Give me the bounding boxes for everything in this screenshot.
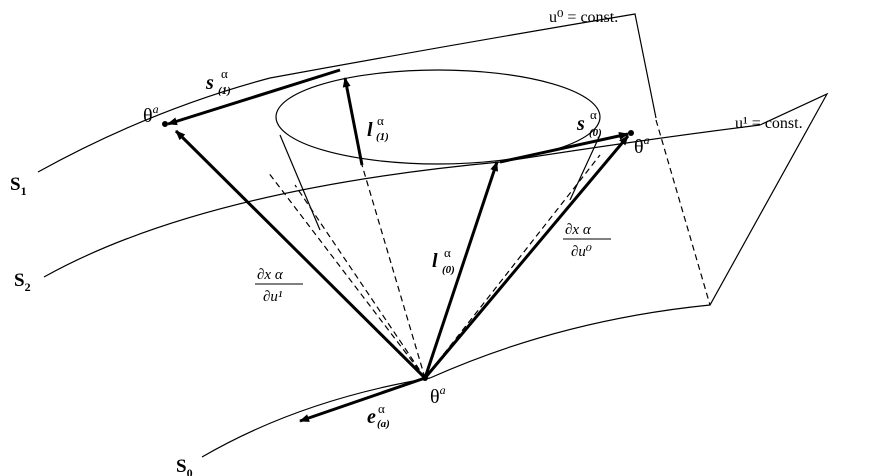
point-theta-s2 bbox=[628, 130, 634, 136]
label-dx-du0-numerator: ∂x α bbox=[565, 222, 592, 238]
dashed-line bbox=[294, 184, 426, 379]
dashed-line bbox=[267, 171, 426, 379]
curve-s0 bbox=[201, 377, 431, 458]
vector-dx-du0 bbox=[423, 135, 630, 379]
dashed-line bbox=[424, 154, 601, 379]
cone-side bbox=[569, 134, 601, 201]
label-dx-du1-denominator: ∂u¹ bbox=[263, 289, 283, 305]
vector-s1 bbox=[167, 68, 341, 126]
label-dx-du0-denominator: ∂u⁰ bbox=[571, 244, 592, 260]
light-cone-ellipse bbox=[275, 69, 601, 165]
vector-ea bbox=[299, 376, 426, 423]
label-dx-du1-numerator: ∂x α bbox=[257, 267, 284, 283]
label-ea-index: (a) bbox=[377, 418, 390, 430]
label-s0-alpha: α bbox=[590, 107, 597, 122]
vector-dx-du1 bbox=[174, 129, 427, 380]
label-s1-index: (1) bbox=[218, 85, 231, 97]
label-l0-vector: l bbox=[432, 250, 438, 272]
point-theta-s0 bbox=[422, 375, 428, 381]
label-theta-s0: θa bbox=[430, 383, 446, 408]
cone-side bbox=[279, 134, 321, 231]
curve-s2 bbox=[43, 124, 761, 278]
vector-l0 bbox=[423, 161, 499, 379]
label-l1-index: (1) bbox=[376, 131, 389, 143]
label-l0-alpha: α bbox=[444, 245, 451, 260]
label-s0: S0 bbox=[176, 456, 193, 476]
label-theta-s1: θa bbox=[143, 102, 159, 127]
label-u1-const: u¹ = const. bbox=[735, 115, 803, 132]
label-s1-alpha: α bbox=[221, 66, 228, 81]
dashed-line bbox=[361, 164, 426, 379]
surface-u0-const bbox=[269, 13, 657, 119]
label-u0-const: u⁰ = const. bbox=[549, 9, 618, 26]
label-ea-vector: e bbox=[367, 406, 376, 428]
label-l0-index: (0) bbox=[442, 264, 455, 276]
label-l1-alpha: α bbox=[377, 113, 384, 128]
label-l1-vector: l bbox=[367, 119, 373, 141]
label-theta-s2: θa bbox=[634, 133, 650, 158]
dashed-line bbox=[655, 119, 711, 306]
label-s2: S2 bbox=[14, 270, 31, 294]
label-s1-vector: s bbox=[205, 72, 214, 94]
surface-u1-const bbox=[429, 92, 829, 379]
point-theta-s1 bbox=[162, 121, 168, 127]
vector-s0 bbox=[499, 132, 629, 164]
curve-s1 bbox=[37, 77, 271, 173]
label-s0-index: (0) bbox=[589, 127, 602, 139]
vector-l1 bbox=[342, 77, 364, 166]
label-ea-alpha: α bbox=[378, 401, 385, 416]
label-s0-vector: s bbox=[576, 113, 585, 135]
label-s1: S1 bbox=[10, 174, 27, 198]
